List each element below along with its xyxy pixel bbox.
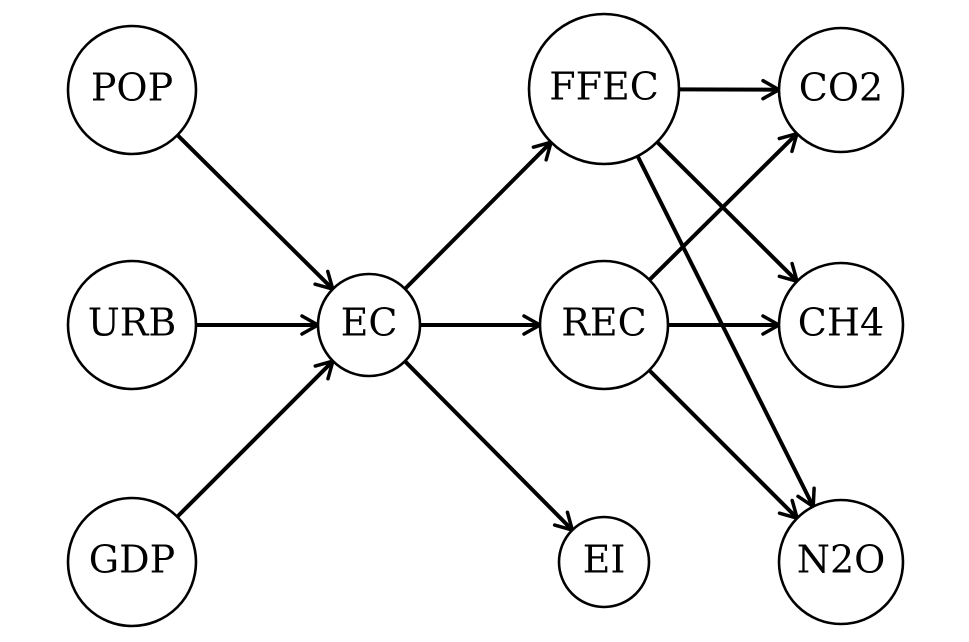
edge-line: [635, 155, 815, 506]
node-rec: REC: [538, 259, 670, 391]
node-circle: [557, 515, 651, 609]
node-gdp: GDP: [66, 496, 198, 628]
node-urb: URB: [66, 259, 198, 391]
node-label: EC: [341, 301, 398, 345]
edge-line: [403, 142, 552, 291]
edge-pop-to-ec: [176, 133, 335, 291]
node-label: EI: [583, 538, 626, 582]
edge-urb-to-ec: [196, 314, 320, 336]
node-n2o: N2O: [777, 498, 905, 626]
edge-line: [648, 133, 797, 282]
edge-line: [176, 133, 333, 290]
node-ec: EC: [316, 272, 422, 378]
edge-rec-to-n2o: [647, 368, 799, 520]
node-ch4: CH4: [777, 261, 905, 389]
edge-line: [403, 359, 573, 531]
node-ffec: FFEC: [527, 12, 681, 166]
node-circle: [66, 24, 198, 156]
edge-ec-to-ei: [403, 359, 575, 532]
node-circle: [527, 12, 681, 166]
edge-line: [655, 140, 798, 282]
edge-line: [647, 368, 798, 519]
node-label: CO2: [799, 66, 883, 110]
edge-gdp-to-ec: [175, 359, 335, 519]
node-label: POP: [91, 66, 173, 110]
edge-ffec-to-co2: [678, 78, 781, 101]
edge-ec-to-ffec: [403, 140, 553, 291]
node-co2: CO2: [777, 26, 905, 154]
node-label: N2O: [797, 538, 886, 582]
edge-ffec-to-ch4: [655, 140, 799, 284]
node-label: URB: [88, 301, 177, 345]
node-circle: [66, 496, 198, 628]
node-label: GDP: [89, 538, 175, 582]
node-circle: [316, 272, 422, 378]
node-circle: [66, 259, 198, 391]
node-circle: [777, 498, 905, 626]
edge-ec-to-rec: [420, 314, 542, 336]
node-circle: [777, 261, 905, 389]
node-label: CH4: [798, 301, 884, 345]
node-circle: [538, 259, 670, 391]
node-ei: EI: [557, 515, 651, 609]
node-pop: POP: [66, 24, 198, 156]
node-label: REC: [561, 301, 646, 345]
edges-layer: [175, 78, 816, 532]
node-circle: [777, 26, 905, 154]
edge-line: [175, 361, 333, 519]
node-label: FFEC: [549, 65, 659, 109]
